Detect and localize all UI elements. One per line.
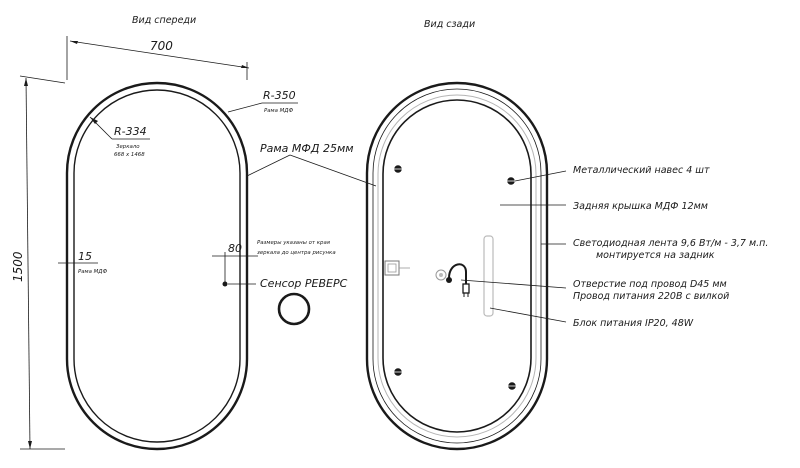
led-strip-path xyxy=(382,99,532,433)
height-dimension: 1500 xyxy=(11,75,66,450)
switch-box-icon xyxy=(384,260,410,276)
mirror-note-1: Зеркало xyxy=(116,144,140,150)
back-cover-edge xyxy=(377,94,537,438)
hanger-group xyxy=(394,165,516,390)
power-unit-label: Блок питания IP20, 48W xyxy=(573,318,694,329)
cable-label-line2: Провод питания 220В с вилкой xyxy=(573,291,729,302)
back-frame-ring xyxy=(372,88,542,444)
frame-label: Рама МФД 25мм xyxy=(260,142,354,155)
mirror-note-2: 668 х 1468 xyxy=(114,152,145,158)
sensor-callout: Сенсор РЕВЕРС xyxy=(222,277,348,326)
back-view-title: Вид сзади xyxy=(424,19,475,30)
front-mirror-inner xyxy=(73,89,241,443)
back-leaders xyxy=(460,170,567,323)
width-dimension: 700 xyxy=(66,36,250,80)
sensor-note-2: зеркала до центра рисунка xyxy=(257,250,336,256)
back-mirror-outline xyxy=(365,81,549,451)
sensor-ring-icon xyxy=(277,292,311,326)
sensor-offset-value: 80 xyxy=(228,242,242,255)
hanger-icon xyxy=(507,177,515,185)
cable-outlet-icon xyxy=(435,263,470,297)
hanger-icon xyxy=(508,382,516,390)
outer-radius-callout: R-350 Рама МДФ xyxy=(227,89,298,114)
sensor-note-1: Размеры указаны от края xyxy=(257,240,331,246)
sensor-dot xyxy=(222,281,228,287)
led-label-line1: Светодиодная лента 9,6 Вт/м - 3,7 м.п. xyxy=(573,238,768,249)
front-mirror-outline xyxy=(65,81,249,451)
hanger-icon xyxy=(394,165,402,173)
hanger-label: Металлический навес 4 шт xyxy=(573,165,710,176)
cable-label-line1: Отверстие под провод D45 мм xyxy=(573,279,727,290)
frame-width-value: 15 xyxy=(78,250,92,263)
frame-width-callout: 15 Рама МДФ xyxy=(58,250,108,275)
front-view-title: Вид спереди xyxy=(132,15,196,26)
inner-radius-callout: R-334 Зеркало 668 х 1468 xyxy=(89,116,150,158)
frame-width-note: Рама МДФ xyxy=(78,269,108,275)
sensor-offset-callout: 80 Размеры указаны от края зеркала до це… xyxy=(212,240,336,284)
back-frame-outer xyxy=(365,81,549,451)
inner-radius-label: R-334 xyxy=(114,125,147,138)
hanger-icon xyxy=(394,368,402,376)
power-unit-icon xyxy=(483,235,494,317)
frame-callout: Рама МФД 25мм xyxy=(246,142,377,187)
front-frame-outer xyxy=(65,81,249,451)
width-value: 700 xyxy=(150,39,173,53)
outer-radius-note: Рама МДФ xyxy=(264,108,294,114)
height-value: 1500 xyxy=(11,251,25,282)
outer-radius-label: R-350 xyxy=(263,89,296,102)
back-cover-label: Задняя крышка МДФ 12мм xyxy=(573,201,708,212)
led-label-line2: монтируется на задник xyxy=(596,250,715,261)
sensor-label: Сенсор РЕВЕРС xyxy=(260,277,348,290)
